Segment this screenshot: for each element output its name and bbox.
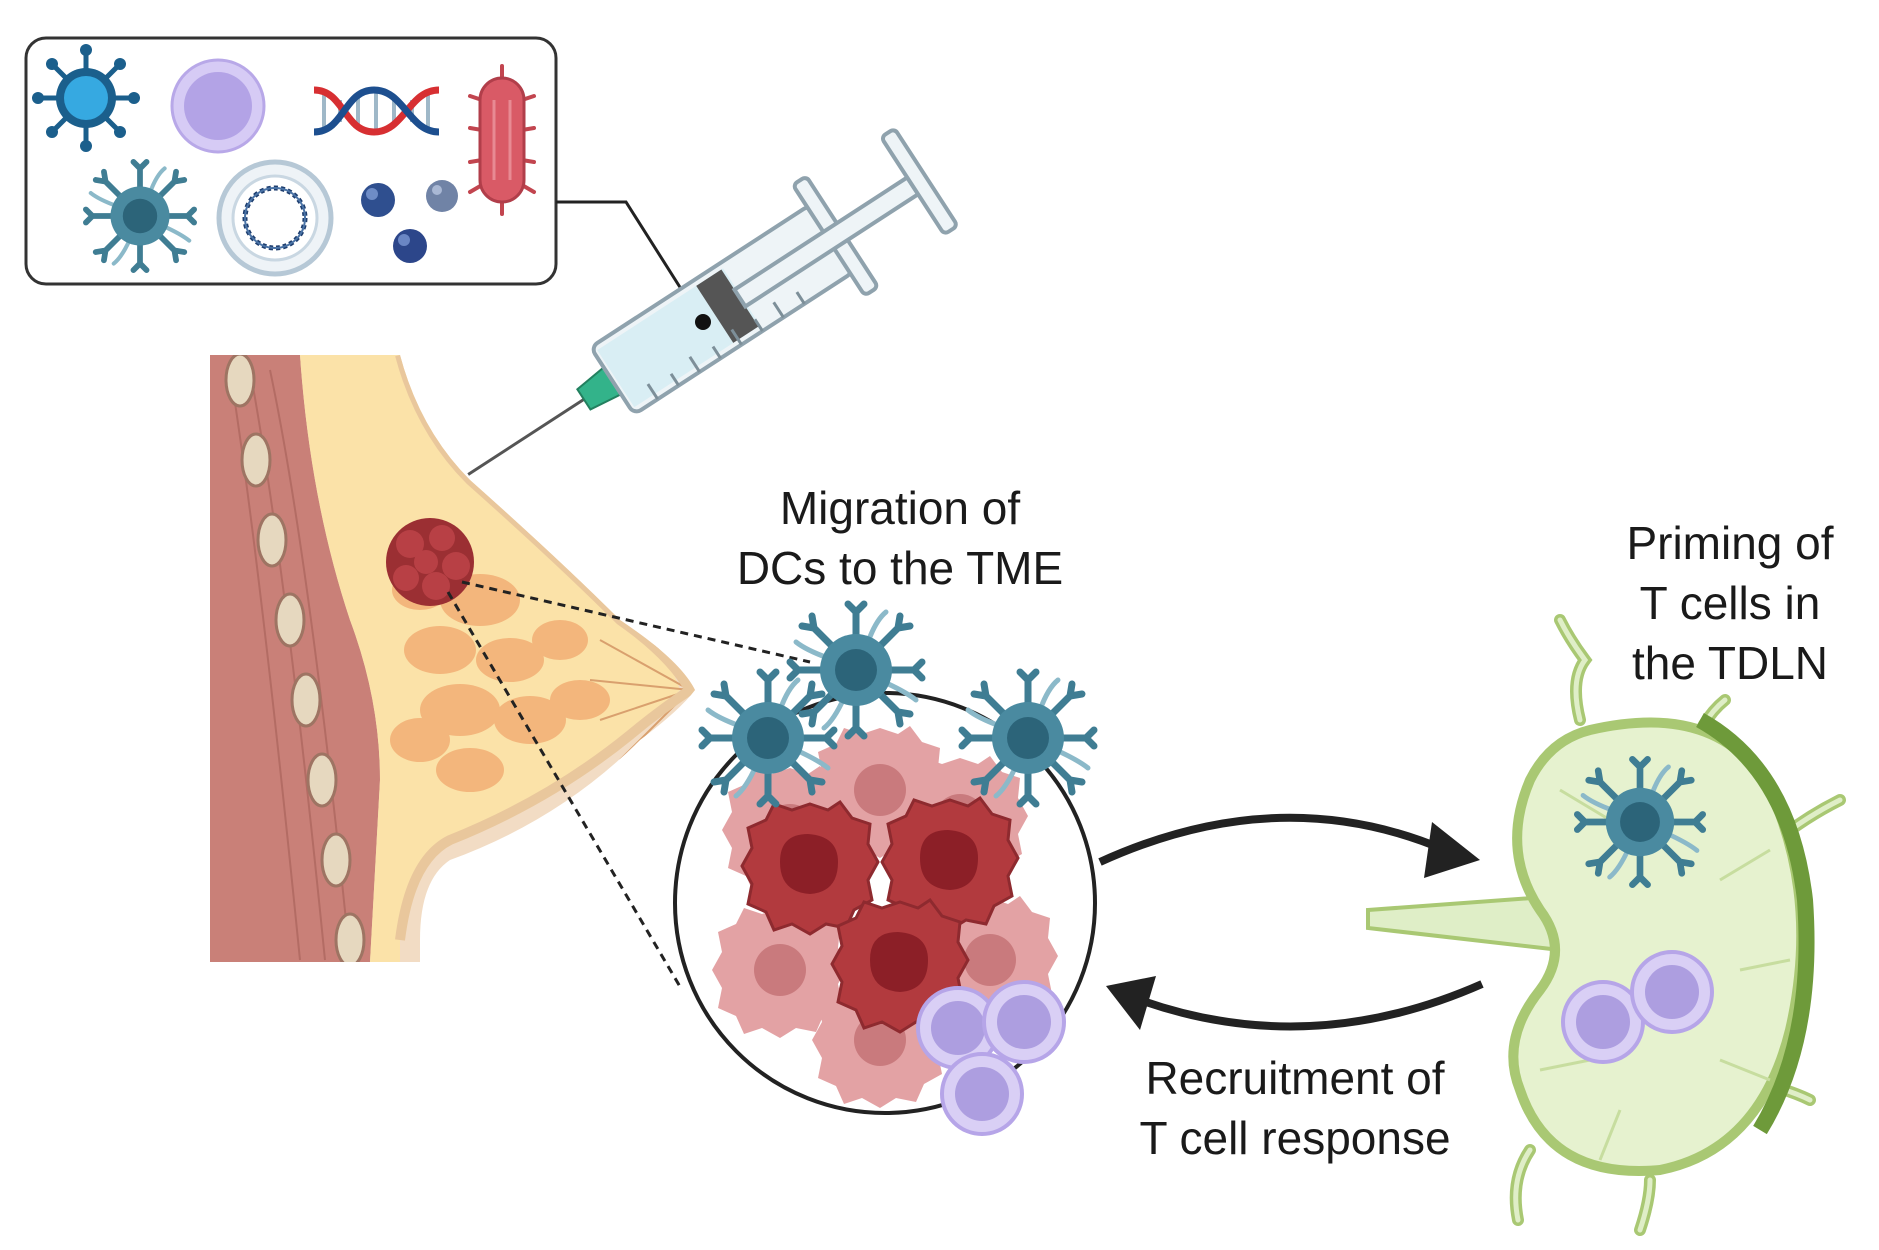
- breast-tissue: [210, 355, 695, 962]
- priming-label-line2: T cells in: [1639, 577, 1821, 629]
- breast-tumor: [386, 518, 474, 606]
- syringe-content-dot: [695, 314, 711, 330]
- migration-label-line1: Migration of: [779, 482, 1021, 534]
- inset-connector-line: [556, 200, 704, 323]
- plasmid-icon: [216, 159, 334, 277]
- priming-label: Priming of T cells in the TDLN: [1590, 513, 1870, 693]
- migration-label: Migration of DCs to the TME: [700, 478, 1100, 598]
- syringe: [467, 128, 958, 476]
- lymphocyte-icon: [170, 58, 266, 154]
- recruitment-label-line1: Recruitment of: [1145, 1052, 1445, 1104]
- nanoparticles-icon: [361, 180, 458, 263]
- zoom-lines: [446, 580, 811, 991]
- bacterium-icon: [468, 64, 536, 216]
- arrow-to-tumor: [1106, 976, 1484, 1031]
- tumor-microenvironment: [673, 691, 1097, 1136]
- arrow-to-lymph-node: [1098, 813, 1480, 878]
- priming-label-line1: Priming of: [1626, 517, 1834, 569]
- migration-label-line2: DCs to the TME: [736, 542, 1064, 594]
- lymph-node: [1366, 614, 1846, 1236]
- dendritic-cell-icon: [86, 162, 194, 270]
- dna-helix-icon: [313, 86, 440, 136]
- recruitment-label: Recruitment of T cell response: [1100, 1048, 1490, 1168]
- priming-label-line3: the TDLN: [1631, 637, 1829, 689]
- recruited-t-cells: [916, 980, 1066, 1136]
- virus-icon: [32, 44, 140, 152]
- recruitment-label-line2: T cell response: [1139, 1112, 1451, 1164]
